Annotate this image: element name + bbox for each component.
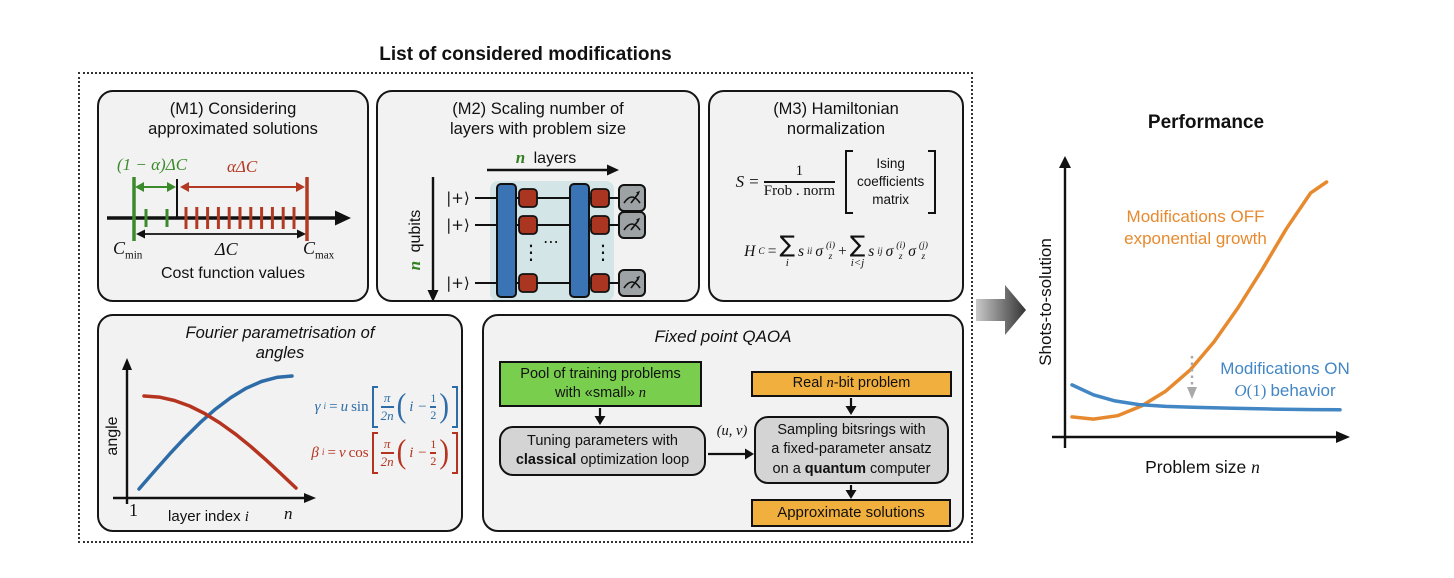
- performance-xlabel: Problem size n: [1145, 457, 1260, 477]
- qaoa-title: Fixed point QAOA: [654, 327, 792, 346]
- m3-matrix-bracket: Ising coefficients matrix: [845, 150, 937, 214]
- m1-green-range-arrow: [135, 182, 176, 192]
- modifications-container: (M1) Considering approximated solutions: [78, 72, 973, 543]
- m3-title-line1: (M3) Hamiltonian: [773, 100, 899, 118]
- m1-title: (M1) Considering approximated solutions: [99, 99, 367, 140]
- qaoa-approximate-solutions-box: Approximate solutions: [751, 499, 951, 527]
- fourier-beta-curve: [142, 394, 298, 490]
- m2-title: (M2) Scaling number of layers with probl…: [378, 99, 698, 140]
- m2-title-line2: layers with problem size: [449, 120, 627, 139]
- fourier-title: Fourier parametrisation of angles: [99, 323, 461, 364]
- m2-ket-plus-3: |+⟩: [446, 274, 470, 292]
- m2-qubits-arrowhead: [427, 290, 439, 300]
- performance-chart: [1052, 156, 1350, 448]
- m2-ket-plus-1: |+⟩: [446, 189, 470, 207]
- m1-title-line2: approximated solutions: [148, 120, 318, 139]
- page-title: List of considered modifications: [379, 44, 672, 65]
- fourier-x-end-label: n: [284, 504, 293, 523]
- fourier-title-line1: Fourier parametrisation of: [185, 324, 375, 342]
- panel-m1-approximated-solutions: (M1) Considering approximated solutions: [97, 90, 369, 302]
- m1-number-line-diagram: [107, 177, 351, 241]
- m1-green-range-label: (1 − α)ΔC: [117, 155, 188, 174]
- fourier-x-start-label: 1: [129, 500, 138, 520]
- m2-cost-gates: [496, 183, 590, 298]
- fourier-xlabel: layer index i: [168, 508, 249, 525]
- implication-arrow-icon: [976, 285, 1026, 335]
- modifications-on-label: Modifications ON O(1)behavior: [1220, 359, 1350, 401]
- m2-title-line1: (M2) Scaling number of: [452, 100, 624, 118]
- m1-red-range-arrow: [180, 182, 305, 192]
- m2-ellipsis-vertical-1: ⋮: [521, 240, 541, 264]
- m2-layers-arrowhead: [607, 164, 619, 176]
- qaoa-uv-label: (u, v): [716, 423, 748, 439]
- m1-caption: Cost function values: [160, 265, 306, 282]
- m3-title: (M3) Hamiltonian normalization: [710, 99, 962, 140]
- fourier-ylabel: angle: [104, 416, 121, 456]
- m1-title-line1: (M1) Considering: [169, 100, 297, 118]
- m1-axis-arrowhead: [335, 210, 351, 226]
- m2-layers-label: n layers: [515, 148, 577, 167]
- qaoa-sampling-line2: a fixed-parameter ansatz: [771, 441, 932, 458]
- qaoa-pool-line1: Pool of training problems: [520, 365, 681, 382]
- panel-fourier-parametrisation: Fourier parametrisation of angles angle …: [97, 314, 463, 532]
- m1-deltac-arrow: [136, 229, 306, 239]
- m3-title-line2: normalization: [786, 120, 886, 139]
- qaoa-flow-arrows: [594, 398, 857, 499]
- m1-red-ticks: [184, 207, 296, 229]
- qaoa-sampling-box: Sampling bitsrings with a fixed-paramete…: [754, 416, 949, 484]
- panel-fixed-point-qaoa: Fixed point QAOA Pool of training proble…: [482, 314, 964, 532]
- m1-cmax-label: Cmax: [303, 238, 335, 262]
- qaoa-pool-box: Pool of training problems with «small»n: [499, 361, 702, 407]
- modifications-on-curve: [1070, 383, 1342, 412]
- m2-ellipsis-vertical-2: ⋮: [593, 240, 613, 264]
- fourier-gamma-curve: [137, 374, 294, 491]
- m2-mixer-gates: [518, 188, 610, 293]
- panel-m2-scaling-layers: (M2) Scaling number of layers with probl…: [376, 90, 700, 302]
- qaoa-sampling-line1: Sampling bitsrings with: [777, 422, 926, 439]
- fourier-plot: [113, 358, 316, 504]
- modifications-off-label: Modifications OFF exponential growth: [1124, 207, 1267, 249]
- m2-ket-plus-2: |+⟩: [446, 216, 470, 234]
- m1-deltac-label: ΔC: [215, 239, 238, 259]
- m1-green-ticks: [144, 209, 169, 227]
- m2-circuit-diagram: [427, 164, 646, 300]
- qaoa-tuning-line1: Tuning parameters with: [527, 432, 678, 449]
- performance-title: Performance: [1147, 112, 1265, 133]
- m2-ellipsis-horizontal: ⋯: [543, 232, 559, 251]
- improvement-dashed-arrow: [1187, 356, 1197, 399]
- m1-cmin-label: Cmin: [113, 238, 143, 262]
- fourier-title-line2: angles: [255, 344, 305, 363]
- modifications-off-curve: [1070, 180, 1329, 421]
- m2-qubits-label: n qubits: [405, 209, 424, 271]
- qaoa-pool-line2: with «small»n: [554, 385, 647, 401]
- m2-measurement-icons: [618, 184, 646, 297]
- m1-red-range-label: αΔC: [227, 157, 258, 176]
